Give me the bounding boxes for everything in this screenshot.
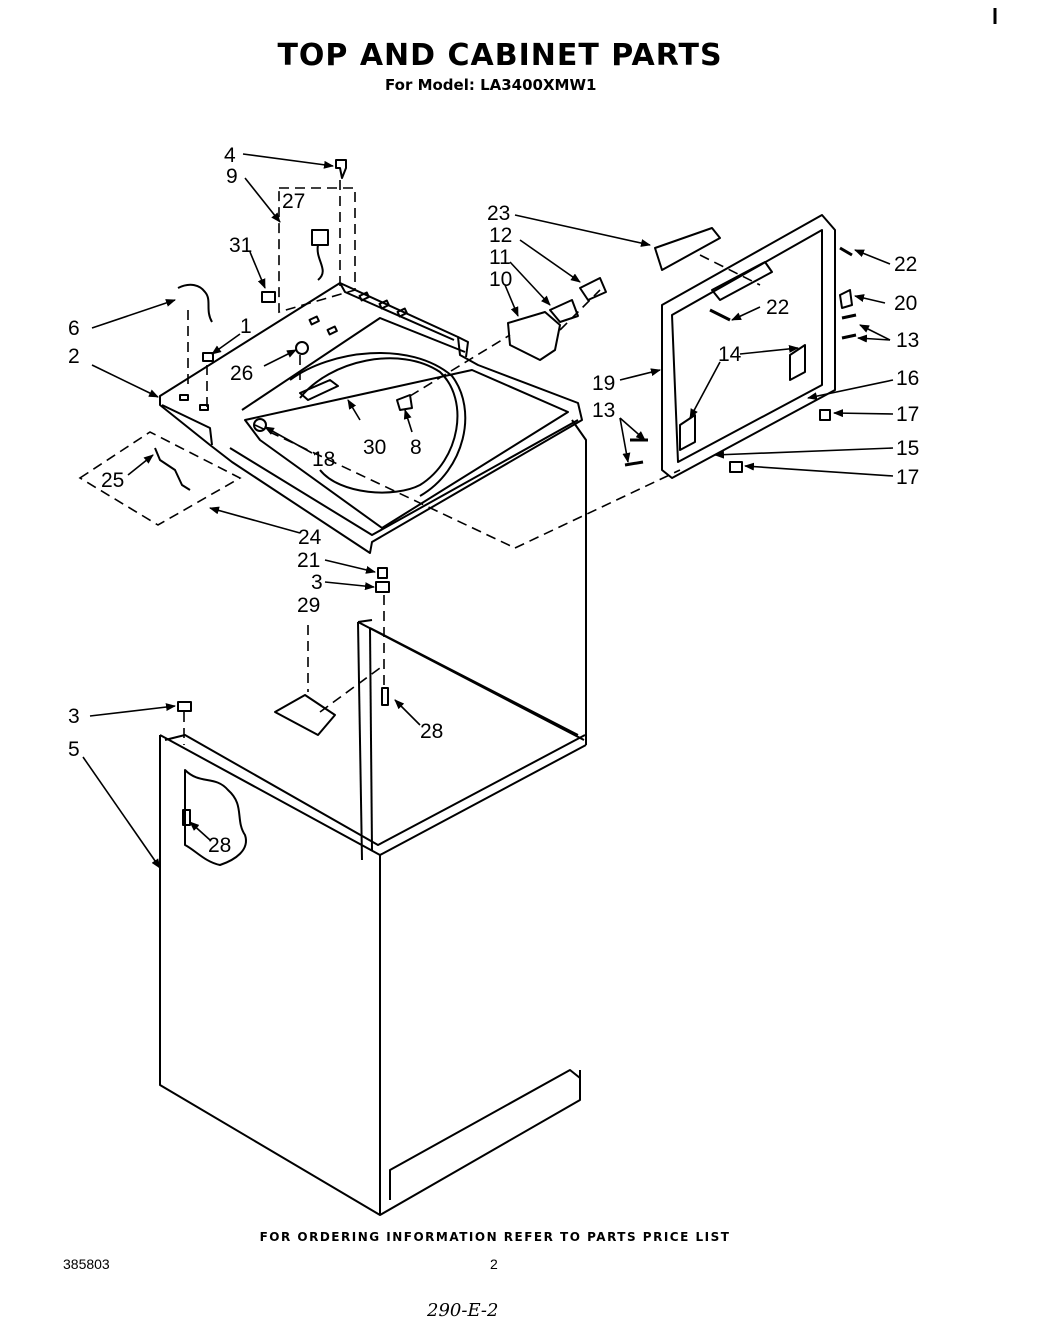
part-20-clip [839, 289, 853, 309]
callout-24: 24 [298, 526, 322, 549]
callout-17: 17 [896, 403, 919, 426]
callout-30: 30 [363, 436, 386, 459]
callout-26: 26 [230, 362, 253, 385]
callout-22: 22 [894, 253, 917, 276]
document-number: 385803 [63, 1256, 110, 1272]
part-17-bumper [819, 409, 831, 421]
model-subtitle: For Model: LA3400XMW1 [385, 76, 597, 94]
callout-3: 3 [311, 571, 323, 594]
callout-14: 14 [718, 343, 742, 366]
callout-20: 20 [894, 292, 917, 315]
part-10-switch [507, 311, 561, 361]
callout-21: 21 [297, 549, 320, 572]
part-23-handle [654, 227, 721, 271]
part-3-clip-2 [177, 701, 192, 712]
part-14-hinge-2 [679, 414, 696, 451]
part-3-clip [375, 581, 390, 593]
callout-10: 10 [489, 268, 512, 291]
callout-labels: 4 9 27 31 6 1 2 26 30 8 18 25 24 23 12 1… [68, 144, 919, 857]
callout-19: 19 [592, 372, 615, 395]
callout-22-inner: 22 [766, 296, 789, 319]
callout-2: 2 [68, 345, 80, 368]
part-18-connector [253, 418, 267, 432]
page-number: 2 [490, 1256, 498, 1272]
callout-28: 28 [420, 720, 443, 743]
part-11-actuator [549, 299, 579, 323]
part-4-screw [335, 159, 347, 179]
callout-31: 31 [229, 234, 252, 257]
callout-25: 25 [101, 469, 124, 492]
callout-13-left: 13 [592, 399, 615, 422]
callout-8: 8 [410, 436, 422, 459]
part-25-wire [154, 447, 191, 491]
callout-3-lower: 3 [68, 705, 80, 728]
part-26-grommet [295, 341, 309, 355]
callout-11: 11 [489, 246, 511, 269]
callout-9: 9 [226, 165, 238, 188]
callout-13: 13 [896, 329, 919, 352]
callout-15: 15 [896, 437, 919, 460]
callout-23: 23 [487, 202, 510, 225]
callout-18: 18 [312, 448, 335, 471]
cutaway-view [184, 769, 247, 866]
callout-28-lower: 28 [208, 834, 231, 857]
assembly-lines [78, 180, 761, 745]
callout-16: 16 [896, 367, 919, 390]
callout-leaders [82, 153, 894, 869]
callout-27: 27 [282, 190, 305, 213]
page-title: TOP AND CABINET PARTS [277, 38, 723, 73]
part-31-connector [261, 291, 276, 303]
washer-top [159, 282, 583, 554]
callout-5: 5 [68, 738, 80, 761]
callout-6: 6 [68, 317, 80, 340]
part-17-bumper-2 [729, 461, 743, 473]
callout-4: 4 [224, 144, 236, 167]
callout-1: 1 [240, 315, 252, 338]
washer-lid [654, 214, 836, 479]
part-1-clip [202, 352, 214, 362]
callout-17-lower: 17 [896, 466, 919, 489]
part-8-fastener [396, 394, 413, 411]
part-21-plug [377, 567, 388, 579]
callout-12: 12 [489, 224, 512, 247]
part-29-bracket [274, 694, 336, 736]
part-6-clamp [177, 283, 213, 323]
part-28-screw [381, 687, 389, 706]
part-12-bracket [579, 277, 607, 301]
part-27-harness [311, 229, 329, 246]
callout-29: 29 [297, 594, 320, 617]
ordering-note: FOR ORDERING INFORMATION REFER TO PARTS … [259, 1230, 731, 1244]
part-14-hinge [789, 344, 806, 381]
handwritten-note: 290-E-2 [427, 1300, 499, 1321]
washer-cabinet [159, 419, 587, 1216]
